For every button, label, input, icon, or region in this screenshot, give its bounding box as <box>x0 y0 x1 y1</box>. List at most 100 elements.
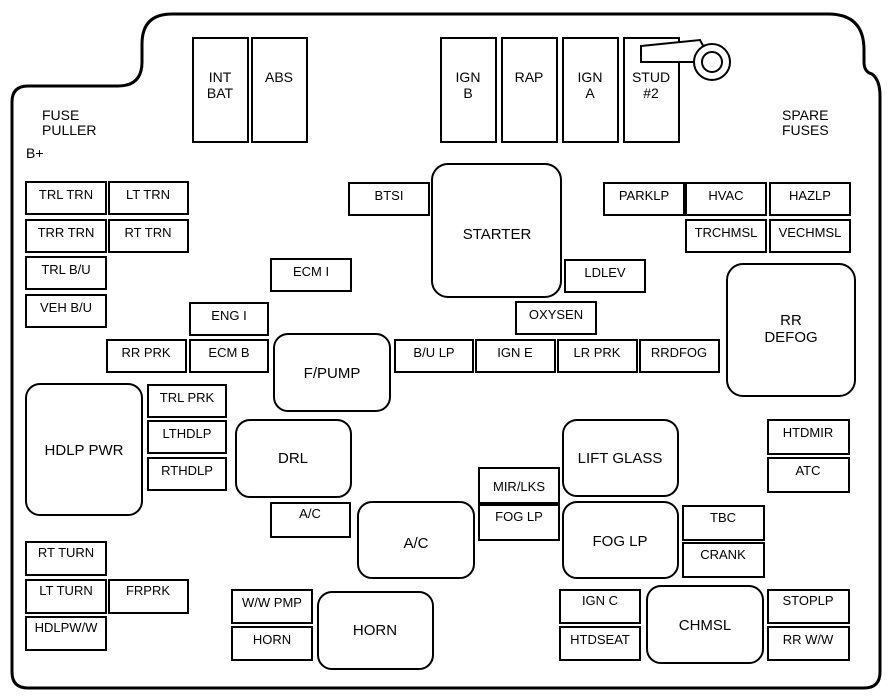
fuse-b-u-lp: B/U LP <box>394 339 474 373</box>
relay-fog-lp-label: FOG LP <box>592 533 647 550</box>
fuse-horn-label: HORN <box>253 632 291 647</box>
relay-chmsl: CHMSL <box>646 585 764 664</box>
fuse-oxysen: OXYSEN <box>515 301 597 335</box>
fuse-hvac-label: HVAC <box>708 188 743 203</box>
fuse-lr-prk: LR PRK <box>557 339 638 373</box>
fuse-rrdfog-label: RRDFOG <box>651 345 707 360</box>
fuse-rt-trn-label: RT TRN <box>125 225 172 240</box>
fuse-mir-lks-label: MIR/LKS <box>493 479 545 494</box>
fuse-tbc-label: TBC <box>710 510 736 525</box>
fuse-rr-prk-label: RR PRK <box>121 345 170 360</box>
fuse-b-u-lp-label: B/U LP <box>413 345 454 360</box>
fuse-lthdlp: LTHDLP <box>147 420 227 454</box>
fuse-lt-trn: LT TRN <box>108 181 189 215</box>
fuse-stoplp-label: STOPLP <box>782 593 833 608</box>
fuse-rt-turn-label: RT TURN <box>38 545 94 560</box>
fuse-stoplp: STOPLP <box>767 589 850 624</box>
relay-lift-glass-label: LIFT GLASS <box>578 450 663 467</box>
fuse-rr-w-w: RR W/W <box>767 626 850 661</box>
top-relay-int-bat-label-1: INT <box>209 69 232 85</box>
fuse-frprk: FRPRK <box>108 579 189 614</box>
fuse-trr-trn-label: TRR TRN <box>38 225 95 240</box>
stud-terminal-icon <box>640 38 731 81</box>
fuse-trl-prk-label: TRL PRK <box>160 390 215 405</box>
fuse-w-w-pmp-label: W/W PMP <box>242 595 302 610</box>
fuse-eng-i-label: ENG I <box>211 308 246 323</box>
relay-hdlp-pwr-label: HDLP PWR <box>45 442 124 459</box>
fuse-fog-lp: FOG LP <box>478 504 560 541</box>
fuse-ecm-b-label: ECM B <box>208 345 249 360</box>
fuse-a-c: A/C <box>270 502 351 538</box>
relay-f-pump-label: F/PUMP <box>304 365 361 382</box>
fuse-parklp-label: PARKLP <box>619 188 669 203</box>
spare-fuses-label-line2: FUSES <box>782 122 829 138</box>
relay-drl-label: DRL <box>278 450 308 467</box>
top-relay-ign-a-label-2: A <box>585 85 595 101</box>
fuse-ign-c-label: IGN C <box>582 593 618 608</box>
fuse-ldlev-label: LDLEV <box>584 265 626 280</box>
fuse-oxysen-label: OXYSEN <box>529 307 583 322</box>
fuse-hdlpw-w-label: HDLPW/W <box>35 620 99 635</box>
fuse-ign-c: IGN C <box>559 589 641 624</box>
top-relay-ign-b: IGN B <box>440 37 497 143</box>
relay-starter: STARTER <box>431 163 562 298</box>
fuse-hvac: HVAC <box>685 182 767 216</box>
top-relay-int-bat: INT BAT <box>192 37 249 143</box>
fuse-lthdlp-label: LTHDLP <box>163 426 212 441</box>
fuse-hazlp: HAZLP <box>769 182 851 216</box>
fuse-trl-trn-label: TRL TRN <box>39 187 93 202</box>
relay-horn-label: HORN <box>353 622 397 639</box>
relay-a-c-label: A/C <box>403 535 428 552</box>
fuse-ecm-i: ECM I <box>270 258 352 292</box>
relay-f-pump: F/PUMP <box>273 333 391 412</box>
fuse-lt-turn: LT TURN <box>25 579 107 614</box>
fuse-trl-b-u: TRL B/U <box>25 256 107 290</box>
top-relay-stud-2-label-2: #2 <box>643 85 659 101</box>
fuse-trl-b-u-label: TRL B/U <box>41 262 90 277</box>
fuse-btsi: BTSI <box>348 182 430 216</box>
fuse-trl-prk: TRL PRK <box>147 384 227 418</box>
fuse-a-c-label: A/C <box>299 506 321 521</box>
fuse-trr-trn: TRR TRN <box>25 219 107 253</box>
top-relay-ign-b-label-2: B <box>463 85 472 101</box>
fuse-vechmsl-label: VECHMSL <box>779 225 842 240</box>
relay-drl: DRL <box>235 419 352 498</box>
relay-lift-glass: LIFT GLASS <box>562 419 679 497</box>
fuse-hazlp-label: HAZLP <box>789 188 831 203</box>
fuse-lr-prk-label: LR PRK <box>574 345 621 360</box>
spare-fuses-label-line1: SPARE <box>782 107 828 123</box>
relay-horn: HORN <box>317 591 434 670</box>
relay-chmsl-label: CHMSL <box>679 617 732 634</box>
fuse-trchmsl-label: TRCHMSL <box>695 225 758 240</box>
fuse-trl-trn: TRL TRN <box>25 181 107 215</box>
fuse-ign-e-label: IGN E <box>497 345 533 360</box>
fuse-puller-label-line2: PULLER <box>42 122 96 138</box>
top-relay-rap: RAP <box>501 37 558 143</box>
fuse-ign-e: IGN E <box>475 339 556 373</box>
relay-fog-lp: FOG LP <box>562 501 679 579</box>
fuse-ldlev: LDLEV <box>564 259 646 293</box>
relay-hdlp-pwr: HDLP PWR <box>25 383 143 516</box>
fuse-hdlpw-w: HDLPW/W <box>25 616 107 651</box>
fuse-atc: ATC <box>767 457 850 493</box>
b-plus-label: B+ <box>26 145 44 161</box>
fuse-btsi-label: BTSI <box>375 188 404 203</box>
fuse-crank: CRANK <box>682 542 765 578</box>
fuse-fog-lp-label: FOG LP <box>495 509 543 524</box>
fuse-frprk-label: FRPRK <box>126 583 170 598</box>
top-relay-ign-a: IGN A <box>562 37 619 143</box>
fuse-lt-trn-label: LT TRN <box>126 187 170 202</box>
top-relay-rap-label-1: RAP <box>515 69 544 85</box>
top-relay-abs-label-1: ABS <box>265 69 293 85</box>
relay-rr-defog-label-2: DEFOG <box>764 329 817 346</box>
fuse-lt-turn-label: LT TURN <box>39 583 92 598</box>
fuse-rthdlp: RTHDLP <box>147 457 227 491</box>
fuse-ecm-b: ECM B <box>189 339 269 373</box>
top-relay-int-bat-label-2: BAT <box>207 85 234 101</box>
fuse-mir-lks: MIR/LKS <box>478 467 560 504</box>
fuse-veh-b-u: VEH B/U <box>25 294 107 328</box>
fuse-horn: HORN <box>231 626 313 661</box>
fuse-rt-trn: RT TRN <box>108 219 189 253</box>
fuse-rt-turn: RT TURN <box>25 541 107 576</box>
top-relay-abs: ABS <box>251 37 308 143</box>
